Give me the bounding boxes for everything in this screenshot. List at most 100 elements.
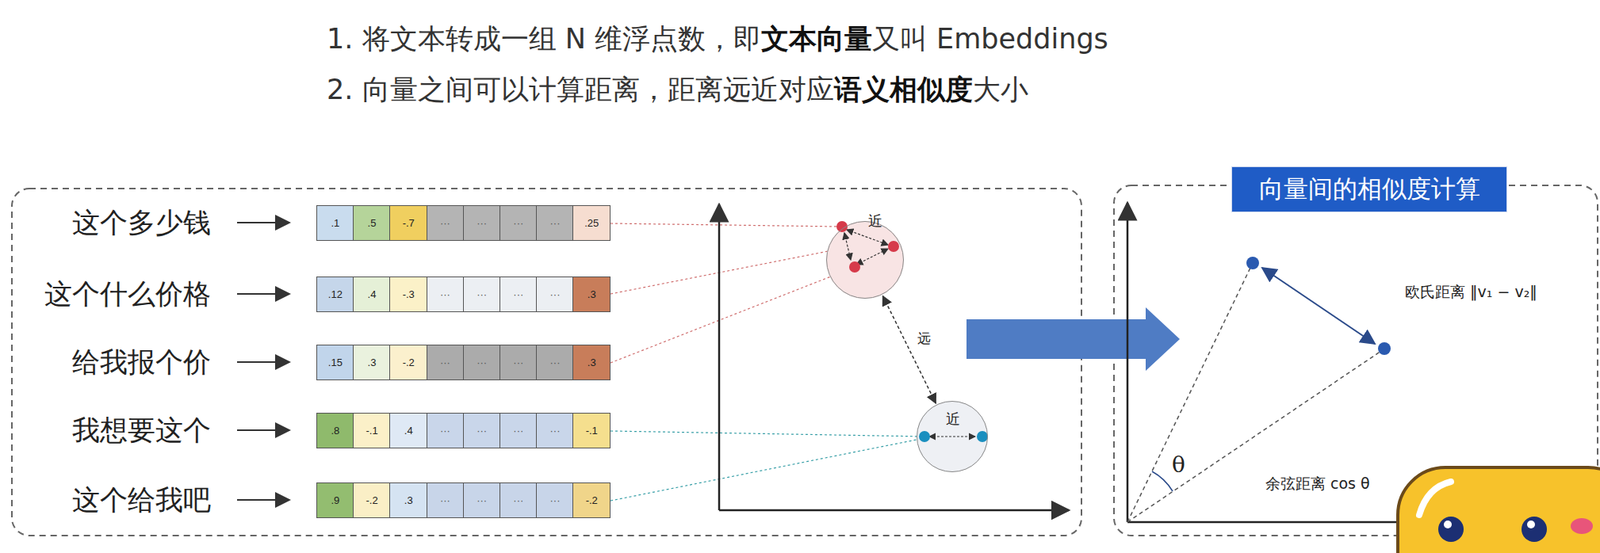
node-text: ··· <box>550 494 561 507</box>
vector-cell: ··· <box>463 205 502 242</box>
cluster-circle: 近 <box>916 401 988 473</box>
node-text: ··· <box>440 288 451 301</box>
vector-cell: -.3 <box>389 276 428 313</box>
node-text: ··· <box>476 217 487 230</box>
node-text: ··· <box>476 288 487 301</box>
vector-cell: ··· <box>499 413 538 449</box>
vector-cell: ··· <box>463 276 502 313</box>
node-text: .4 <box>367 288 377 301</box>
node-text: .5 <box>367 217 377 230</box>
vector-cell: -.7 <box>389 205 428 242</box>
node-text: 近 <box>945 409 961 429</box>
node-text: -.1 <box>585 424 598 437</box>
node-text: ··· <box>550 356 561 369</box>
vector-cell: ··· <box>535 276 575 313</box>
vector-cell: ··· <box>463 344 502 381</box>
node-text: 向量间的相似度计算 <box>1259 172 1481 207</box>
vector-cell: .3 <box>389 482 428 519</box>
node-text: -.2 <box>585 494 598 507</box>
node-text: .15 <box>328 356 343 369</box>
cluster-fill <box>916 401 988 473</box>
vector-cell: ··· <box>535 205 575 242</box>
vector-cell: .1 <box>316 205 355 242</box>
vector-cell: .5 <box>352 205 391 242</box>
vector-cell: ··· <box>426 276 465 313</box>
node-text: ··· <box>512 288 524 301</box>
vector-cell: .9 <box>316 482 355 519</box>
vector-points <box>1246 256 1391 356</box>
distance-connector <box>883 296 937 404</box>
node-text: -.3 <box>402 288 415 301</box>
vector-cell: ··· <box>499 205 538 242</box>
vector-cell: ··· <box>535 413 575 449</box>
mascot <box>1397 467 1600 553</box>
angle-arc <box>1152 471 1173 492</box>
node-text: .8 <box>330 424 340 437</box>
node-text: ··· <box>440 217 451 230</box>
cluster-arrows <box>844 229 976 437</box>
node-text: ··· <box>550 288 561 301</box>
node-text: .1 <box>330 217 340 230</box>
vector-cell: ··· <box>499 344 538 381</box>
header-line: 2. 向量之间可以计算距离，距离远近对应语义相似度大小 <box>326 71 1029 109</box>
node-text: .3 <box>587 356 597 369</box>
vector-cell: .3 <box>572 276 611 313</box>
node-text: .3 <box>404 494 414 507</box>
node-text: ··· <box>440 356 451 369</box>
vector-cell: .12 <box>316 276 355 313</box>
node-text: ··· <box>440 494 451 507</box>
vector-cell: .3 <box>352 344 391 381</box>
header-text: 2. 向量之间可以计算距离，距离远近对应 <box>326 73 835 106</box>
vector-cell: .4 <box>352 276 391 313</box>
big-arrow <box>966 307 1180 372</box>
vector-cell: .15 <box>316 344 355 381</box>
vector-cell: -.2 <box>352 482 391 519</box>
vector-lines <box>1127 266 1382 523</box>
distance-arrow <box>1262 267 1375 345</box>
node-text: ··· <box>512 217 524 230</box>
left-panel <box>11 188 1082 536</box>
cluster-fill <box>826 221 904 299</box>
vector-cell: .3 <box>572 344 611 381</box>
header-line: 1. 将文本转成一组 N 维浮点数，即文本向量又叫 Embeddings <box>326 20 1109 58</box>
sentence: 这个什么价格 <box>44 276 211 312</box>
node-text: ··· <box>476 424 487 437</box>
node-text: ··· <box>512 424 524 437</box>
vector-cell: -.1 <box>572 413 611 449</box>
node-text: .9 <box>330 494 340 507</box>
node-text: ··· <box>550 424 561 437</box>
node-text: .4 <box>404 424 414 437</box>
node-text: ··· <box>440 424 451 437</box>
node-text: ··· <box>512 494 524 507</box>
node-text: .3 <box>367 356 377 369</box>
node-text: ··· <box>476 356 487 369</box>
vector-cell: ··· <box>535 344 575 381</box>
edge-label: 远 <box>915 329 933 349</box>
vector-cell: ··· <box>426 413 465 449</box>
bold-term: 语义相似度 <box>834 73 973 106</box>
title-box: 向量间的相似度计算 <box>1231 166 1508 213</box>
node-text: ··· <box>512 356 524 369</box>
node-text: -.2 <box>402 356 415 369</box>
right-axes <box>1127 202 1412 523</box>
node-text: -.7 <box>402 217 415 230</box>
vector-cell: ··· <box>426 344 465 381</box>
vector-cell: ··· <box>499 482 538 519</box>
node-text: .3 <box>587 288 597 301</box>
node-text: ··· <box>476 494 487 507</box>
vector-cell: -.2 <box>389 344 428 381</box>
cluster-circle: 近 <box>826 221 904 299</box>
node-text: ··· <box>550 217 561 230</box>
angle-label: θ <box>1171 451 1186 479</box>
vector-cell: .25 <box>572 205 611 242</box>
distance-label: 余弦距离 cos θ <box>1265 474 1371 495</box>
sentence: 这个多少钱 <box>72 205 211 241</box>
distance-label: 欧氏距离 ‖v₁ − v₂‖ <box>1404 282 1538 303</box>
node-text: .12 <box>328 288 343 301</box>
header-text: 1. 将文本转成一组 N 维浮点数，即 <box>326 22 762 55</box>
node-text: .25 <box>584 217 599 230</box>
vector-cell: ··· <box>499 276 538 313</box>
header-text: 又叫 Embeddings <box>872 22 1109 55</box>
header-text: 大小 <box>972 73 1029 106</box>
input-arrows <box>237 222 290 501</box>
